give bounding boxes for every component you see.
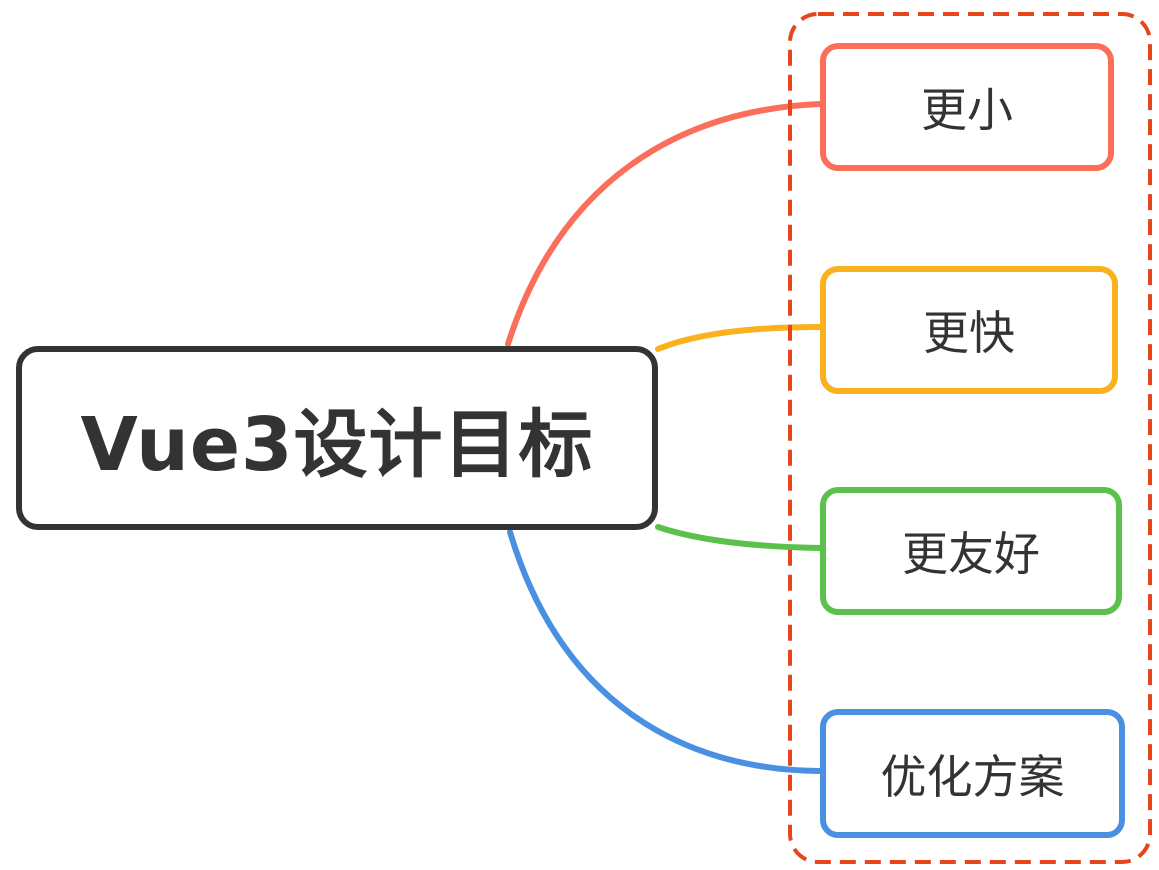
connector-branch-3: [507, 529, 823, 774]
root-topic[interactable]: Vue3设计目标: [16, 346, 658, 530]
connector-branch-1: [655, 324, 823, 352]
branch-topic-smaller[interactable]: 更小: [820, 43, 1114, 171]
branch-topic-optimization[interactable]: 优化方案: [820, 709, 1125, 838]
branch-topic-label: 更小: [921, 83, 1013, 137]
group-outline: [788, 12, 1152, 864]
root-topic-label: Vue3设计目标: [80, 401, 594, 488]
connector-branch-0: [505, 101, 823, 347]
branch-topic-label: 更友好: [902, 527, 1040, 581]
connector-branch-2: [655, 524, 823, 551]
branch-topic-faster[interactable]: 更快: [820, 266, 1118, 394]
branch-topic-label: 更快: [923, 306, 1015, 360]
branch-topic-friendlier[interactable]: 更友好: [820, 487, 1122, 615]
branch-topic-label: 优化方案: [880, 749, 1065, 804]
